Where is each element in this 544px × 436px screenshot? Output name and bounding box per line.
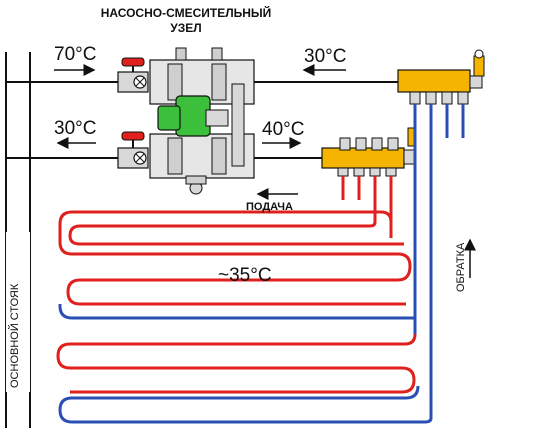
return-out-temp-label: 30°C: [54, 118, 97, 139]
ball-valve-icon: [117, 57, 149, 93]
supply-label: ПОДАЧА: [246, 201, 293, 213]
mixing-unit: [117, 47, 255, 195]
floor-temp-label: ~35°C: [218, 265, 272, 286]
ball-valve-icon: [117, 131, 149, 169]
supply-in-temp-label: 70°C: [54, 44, 97, 65]
riser-label: ОСНОВНОЙ СТОЯК: [9, 283, 21, 388]
floor-heating-loop-supply: [56, 210, 417, 394]
supply-out-temp-label: 40°C: [262, 119, 305, 140]
manifold-icon: [321, 127, 417, 177]
return-label: ОБРАТКА: [455, 242, 467, 292]
floor-heating-loop-return: [58, 304, 433, 424]
diagram-title-line1: НАСОСНО-СМЕСИТЕЛЬНЫЙ: [100, 6, 272, 20]
manifold-icon: [397, 49, 485, 105]
pump-icon: [157, 95, 229, 137]
return-loop-pipes: [413, 104, 465, 418]
return-in-temp-label: 30°C: [304, 46, 347, 67]
main-riser: [5, 52, 31, 428]
diagram-title-line2: УЗЕЛ: [170, 21, 202, 35]
supply-drop-pipes: [341, 176, 393, 238]
